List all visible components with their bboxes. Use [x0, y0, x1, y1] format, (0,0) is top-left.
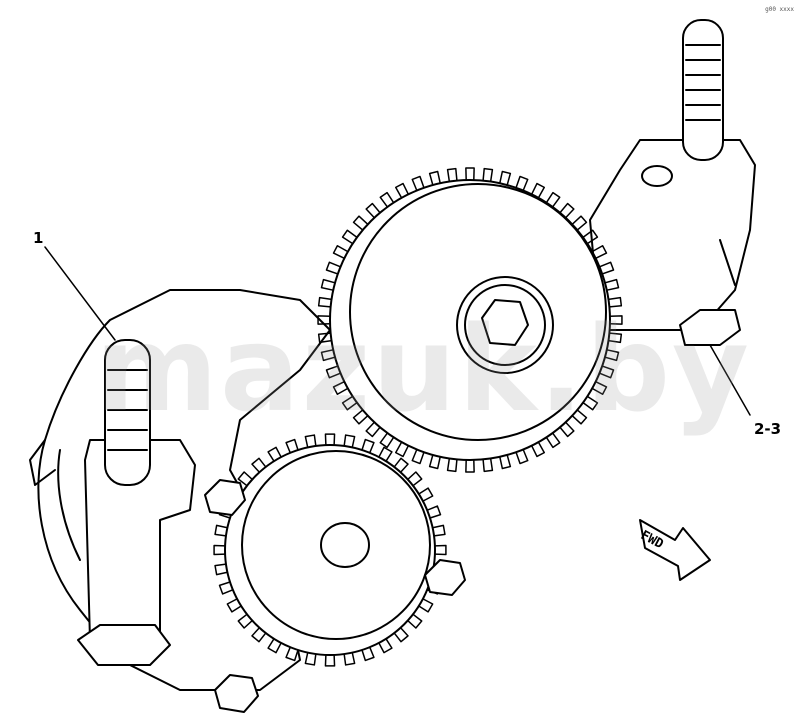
gear-tooth — [582, 229, 599, 245]
gear-tooth — [571, 409, 588, 425]
gear-tooth — [598, 365, 615, 379]
gear-tooth — [365, 421, 381, 438]
gear-tooth — [251, 457, 267, 474]
gear-tooth — [418, 487, 434, 502]
gear-tooth — [530, 182, 546, 199]
gear-tooth — [571, 215, 588, 231]
gear-tooth — [411, 175, 425, 192]
right-bracket — [589, 139, 756, 331]
gear-tooth — [545, 191, 561, 208]
gear-tooth — [428, 454, 441, 470]
gear-tooth — [213, 544, 226, 556]
callout-stud-nut: 2-3 — [754, 420, 782, 438]
gear-tooth — [394, 182, 410, 199]
gear-tooth — [591, 244, 608, 260]
bolt-heads — [204, 479, 466, 713]
gear-tooth — [237, 613, 254, 629]
gear-tooth — [582, 395, 599, 411]
callout-pump-assembly: 1 — [33, 229, 44, 247]
gear-tooth — [559, 202, 575, 219]
gear-tooth — [343, 434, 356, 449]
gear-tooth — [285, 646, 299, 662]
gear-tooth — [393, 626, 409, 643]
gear-tooth — [499, 454, 512, 470]
left-stud — [77, 339, 196, 666]
gear-tooth — [431, 524, 446, 537]
gear-tooth — [352, 215, 369, 231]
gear-tooth — [267, 638, 282, 654]
gear-tooth — [559, 421, 575, 438]
large-drive-gear — [329, 179, 611, 461]
leader-line-1 — [44, 246, 116, 341]
gear-tooth — [251, 626, 267, 643]
gear-tooth — [446, 457, 458, 473]
gear-tooth — [428, 170, 441, 186]
gear-tooth — [499, 170, 512, 186]
gear-tooth — [320, 278, 336, 291]
gear-tooth — [332, 244, 349, 260]
gear-tooth — [378, 446, 393, 462]
gear-tooth — [325, 261, 342, 275]
gear-tooth — [434, 544, 447, 556]
gear-tooth — [226, 598, 242, 613]
gear-tooth — [317, 332, 333, 344]
gear-tooth — [607, 332, 623, 344]
gear-tooth — [304, 651, 317, 666]
gear-tooth — [607, 296, 623, 308]
gear-tooth — [545, 432, 561, 449]
gear-tooth — [609, 315, 623, 325]
gear-tooth — [341, 395, 358, 411]
gear-tooth — [418, 598, 434, 613]
gear-tooth — [604, 278, 620, 291]
gear-tooth — [393, 457, 409, 474]
gear-tooth — [591, 380, 608, 396]
gear-tooth — [320, 349, 336, 362]
gear-tooth — [406, 613, 423, 629]
gear-tooth — [426, 505, 442, 519]
gear-tooth — [214, 524, 229, 537]
gear-tooth — [515, 448, 529, 465]
gear-tooth — [406, 471, 423, 487]
gear-tooth — [515, 175, 529, 192]
gear-tooth — [604, 349, 620, 362]
gear-tooth — [379, 432, 395, 449]
gear-tooth — [378, 638, 393, 654]
gear-tooth — [598, 261, 615, 275]
gear-tooth — [267, 446, 282, 462]
gear-tooth — [361, 646, 375, 662]
fwd-arrow-icon — [639, 519, 711, 581]
gear-tooth — [324, 654, 336, 667]
gear-tooth — [237, 471, 254, 487]
gear-tooth — [285, 438, 299, 454]
corner-code: g00 xxxx — [765, 6, 794, 13]
gear-tooth — [343, 651, 356, 666]
gear-tooth — [332, 380, 349, 396]
gear-tooth — [317, 296, 333, 308]
gear-tooth — [465, 167, 475, 181]
gear-tooth — [324, 433, 336, 446]
gear-tooth — [482, 167, 494, 183]
gear-tooth — [361, 438, 375, 454]
gear-tooth — [465, 459, 475, 473]
right-stud — [679, 19, 741, 346]
gear-tooth — [446, 167, 458, 183]
gear-tooth — [482, 457, 494, 473]
gear-tooth — [411, 448, 425, 465]
gear-tooth — [317, 315, 331, 325]
large-gear-teeth — [317, 167, 623, 473]
gear-tooth — [365, 202, 381, 219]
gear-tooth — [325, 365, 342, 379]
gear-tooth — [341, 229, 358, 245]
gear-tooth — [379, 191, 395, 208]
gear-tooth — [352, 409, 369, 425]
leader-line-2-3 — [709, 344, 751, 416]
gear-tooth — [214, 563, 229, 576]
small-driven-gear — [224, 444, 436, 656]
gear-tooth — [394, 441, 410, 458]
gear-tooth — [304, 434, 317, 449]
gear-tooth — [218, 581, 234, 595]
gear-tooth — [530, 441, 546, 458]
